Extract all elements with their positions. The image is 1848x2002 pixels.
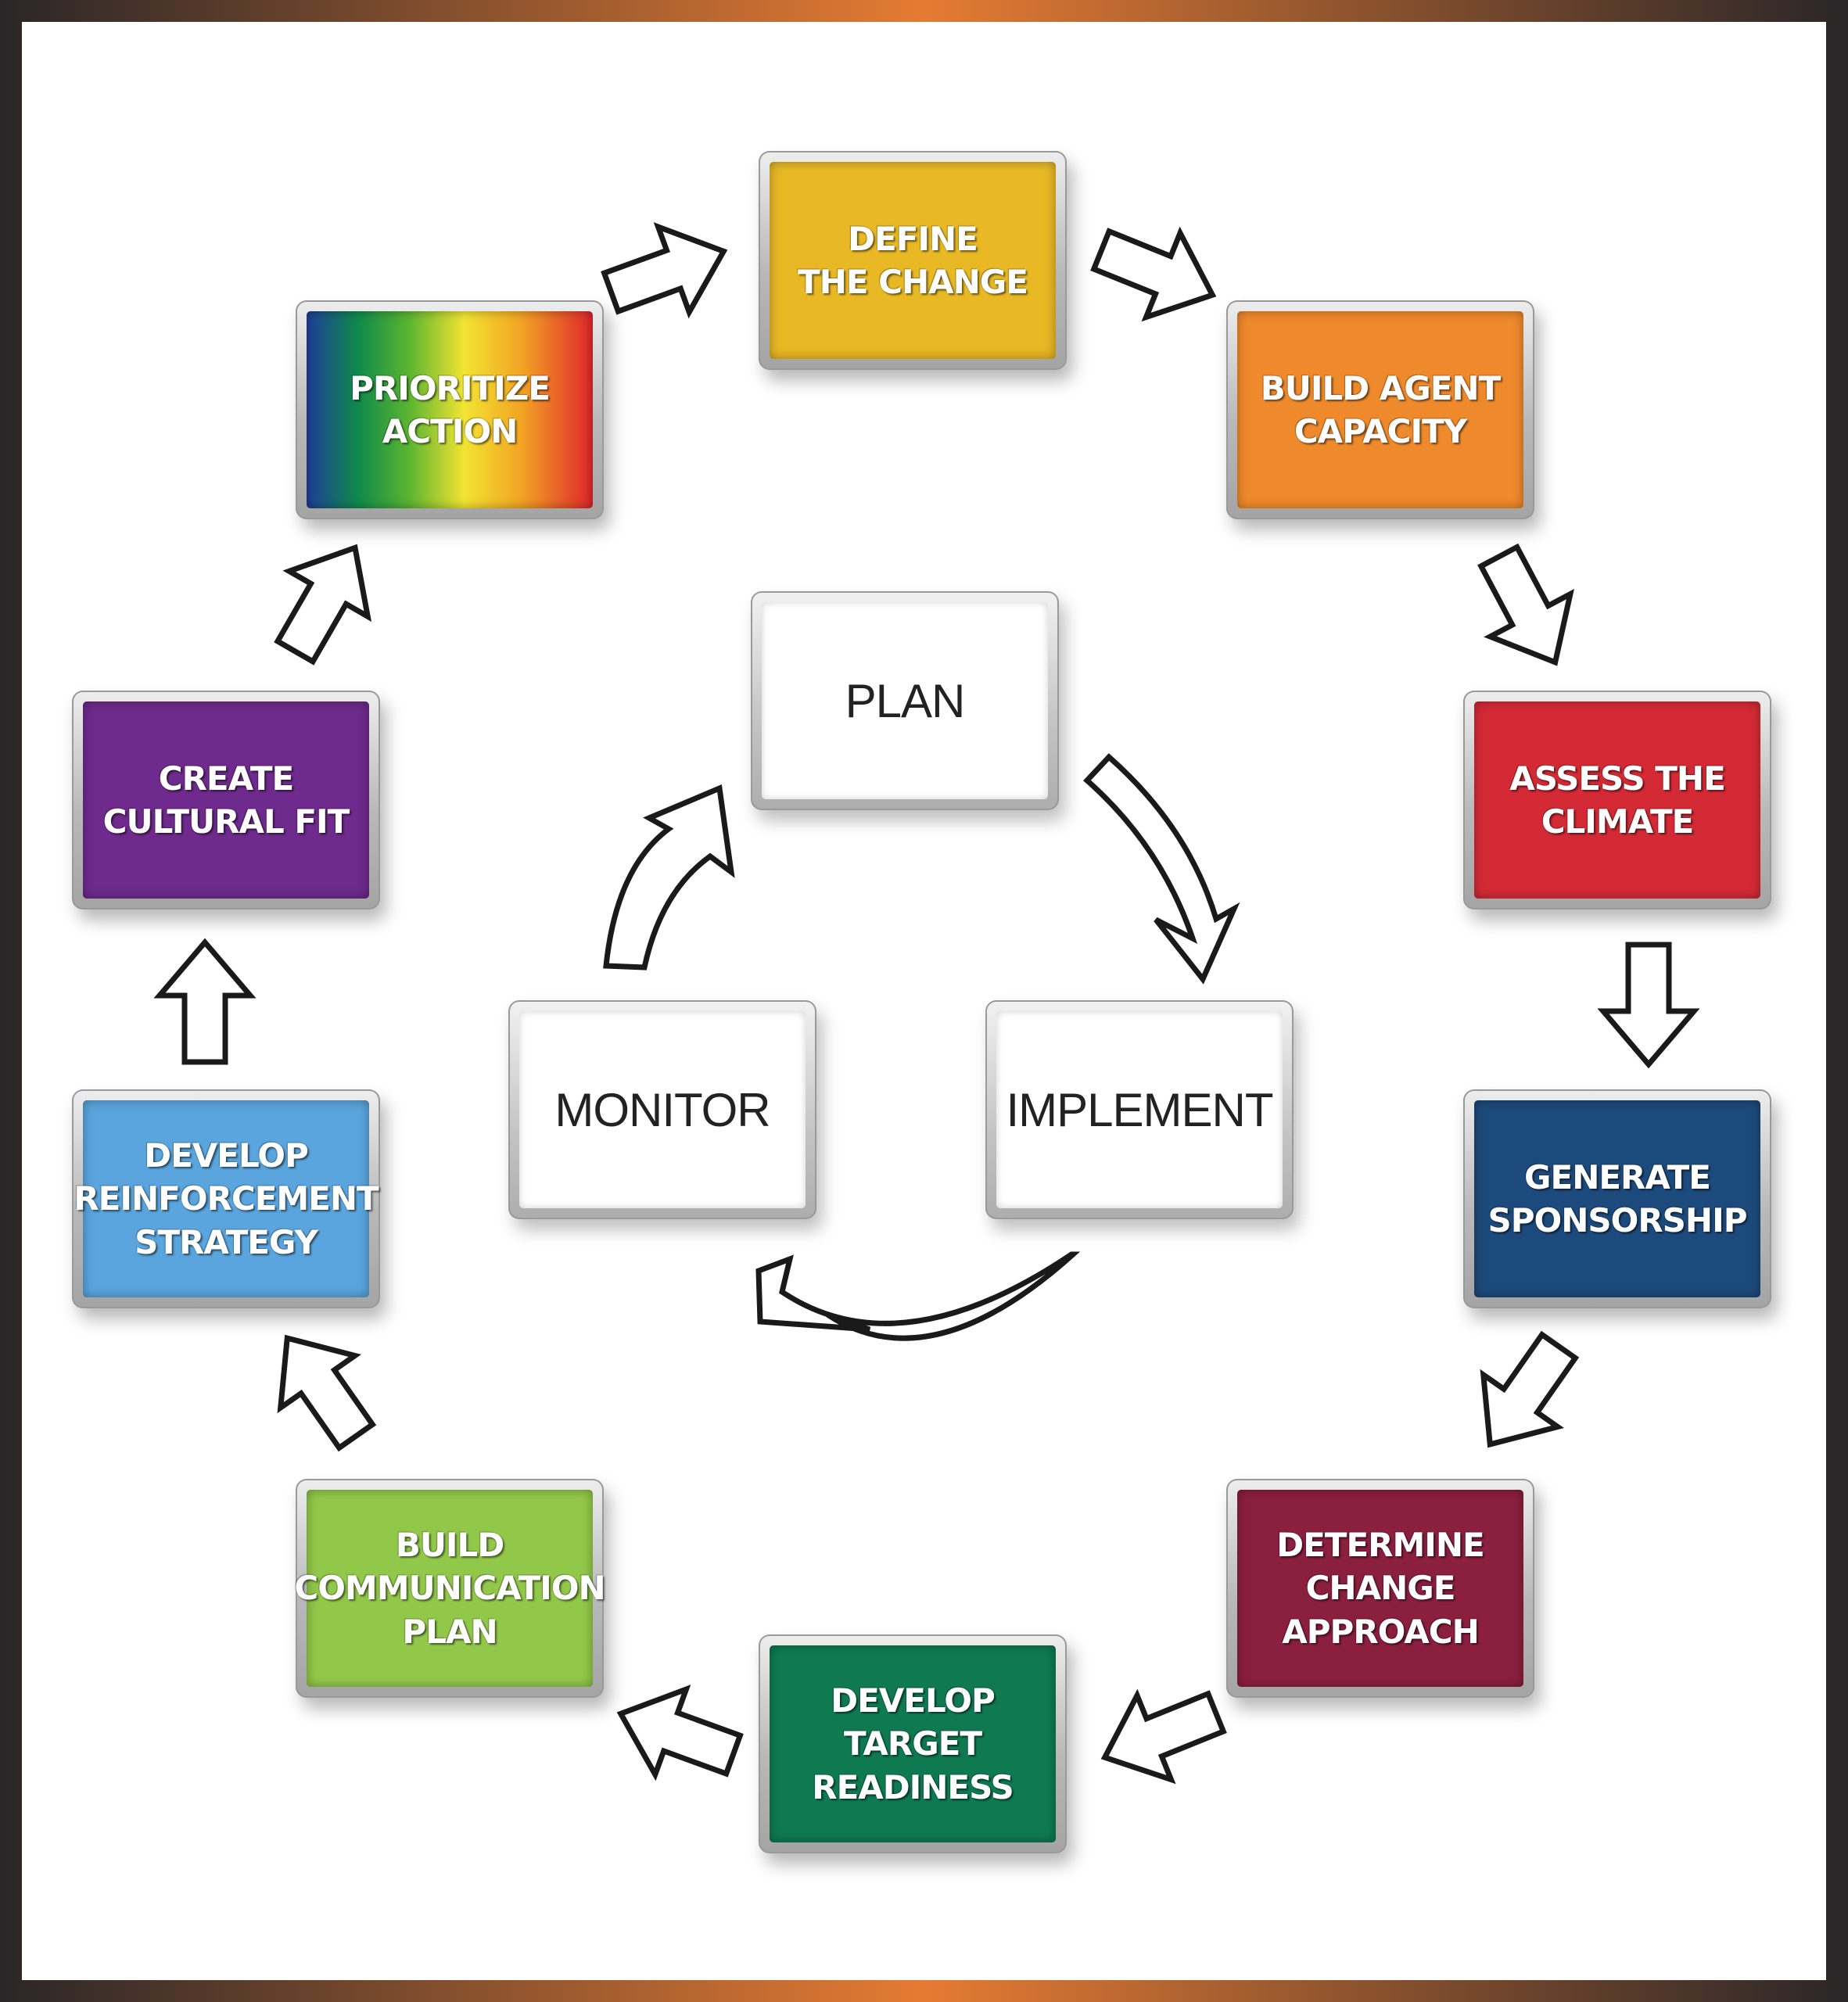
inner-step-face: MONITOR bbox=[519, 1011, 806, 1208]
step-label: BUILD AGENT CAPACITY bbox=[1260, 368, 1501, 450]
step-label: GENERATE SPONSORSHIP bbox=[1487, 1157, 1748, 1240]
step-face: BUILD COMMUNICATION PLAN bbox=[294, 1490, 606, 1687]
step-define-the-change[interactable]: DEFINE THE CHANGE bbox=[759, 151, 1067, 370]
arrow-reinforcement-to-cultural bbox=[153, 938, 257, 1065]
step-label: ASSESS THE CLIMATE bbox=[1509, 759, 1726, 841]
step-label: DEVELOP REINFORCEMENT STRATEGY bbox=[74, 1136, 379, 1261]
arrow-prioritize-to-define bbox=[601, 222, 728, 319]
arrow-cultural-to-prioritize bbox=[274, 544, 372, 666]
step-assess-the-climate[interactable]: ASSESS THE CLIMATE bbox=[1463, 691, 1771, 910]
step-face: CREATE CULTURAL FIT bbox=[83, 701, 369, 899]
arrow-define-to-build-agent bbox=[1090, 226, 1217, 322]
arrow-build-agent-to-assess bbox=[1477, 543, 1574, 666]
arrow-monitor-to-plan bbox=[603, 784, 735, 971]
arrow-communication-to-reinforcement bbox=[277, 1334, 377, 1452]
step-determine-change-approach[interactable]: DETERMINE CHANGE APPROACH bbox=[1226, 1479, 1534, 1698]
inner-step-label: IMPLEMENT bbox=[1006, 1083, 1273, 1136]
step-label: DEFINE THE CHANGE bbox=[798, 219, 1028, 301]
arrow-readiness-to-communication bbox=[616, 1684, 744, 1781]
arrow-implement-to-monitor bbox=[755, 1251, 1081, 1341]
inner-step-face: PLAN bbox=[762, 602, 1048, 799]
inner-step-face: IMPLEMENT bbox=[996, 1011, 1283, 1208]
step-face: ASSESS THE CLIMATE bbox=[1474, 701, 1760, 899]
arrow-assess-to-sponsorship bbox=[1597, 942, 1700, 1069]
step-label: CREATE CULTURAL FIT bbox=[102, 759, 350, 841]
step-develop-target-readiness[interactable]: DEVELOP TARGET READINESS bbox=[759, 1634, 1067, 1853]
step-prioritize-action[interactable]: PRIORITIZE ACTION bbox=[296, 300, 604, 519]
arrow-sponsorship-to-approach bbox=[1480, 1330, 1580, 1448]
step-generate-sponsorship[interactable]: GENERATE SPONSORSHIP bbox=[1463, 1089, 1771, 1308]
step-label: DETERMINE CHANGE APPROACH bbox=[1276, 1525, 1484, 1651]
step-create-cultural-fit[interactable]: CREATE CULTURAL FIT bbox=[72, 691, 380, 910]
step-face: DEVELOP TARGET READINESS bbox=[770, 1645, 1056, 1842]
step-build-agent-capacity[interactable]: BUILD AGENT CAPACITY bbox=[1226, 300, 1534, 519]
step-face: DEVELOP REINFORCEMENT STRATEGY bbox=[74, 1100, 379, 1297]
inner-step-implement[interactable]: IMPLEMENT bbox=[985, 1000, 1294, 1219]
step-develop-reinforcement-strategy[interactable]: DEVELOP REINFORCEMENT STRATEGY bbox=[72, 1089, 380, 1308]
inner-step-monitor[interactable]: MONITOR bbox=[508, 1000, 816, 1219]
step-face: GENERATE SPONSORSHIP bbox=[1474, 1100, 1760, 1297]
inner-step-label: PLAN bbox=[845, 674, 966, 727]
step-label: DEVELOP TARGET READINESS bbox=[812, 1681, 1014, 1806]
arrow-approach-to-readiness bbox=[1100, 1688, 1227, 1785]
arrow-plan-to-implement bbox=[1082, 753, 1240, 985]
step-face: BUILD AGENT CAPACITY bbox=[1237, 311, 1523, 508]
step-face: DETERMINE CHANGE APPROACH bbox=[1237, 1490, 1523, 1687]
step-face: DEFINE THE CHANGE bbox=[770, 162, 1056, 359]
step-label: PRIORITIZE ACTION bbox=[350, 368, 551, 450]
inner-step-label: MONITOR bbox=[554, 1083, 770, 1136]
inner-step-plan[interactable]: PLAN bbox=[751, 591, 1059, 810]
step-face: PRIORITIZE ACTION bbox=[307, 311, 593, 508]
step-label: BUILD COMMUNICATION PLAN bbox=[294, 1525, 605, 1651]
step-build-communication-plan[interactable]: BUILD COMMUNICATION PLAN bbox=[294, 1479, 606, 1698]
